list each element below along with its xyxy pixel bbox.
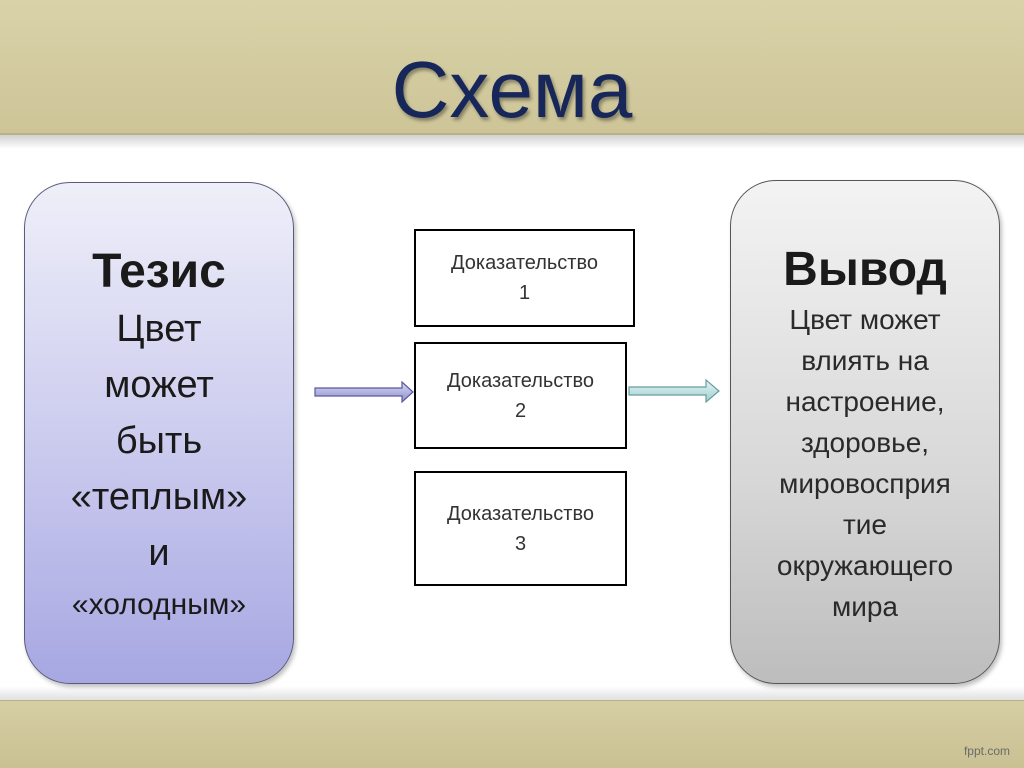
thesis-line: Цвет	[116, 308, 202, 350]
thesis-line: «теплым»	[70, 476, 248, 518]
proof-box-2: Доказательство 2	[414, 342, 627, 449]
thesis-line: и	[148, 532, 170, 574]
proof-box-3: Доказательство 3	[414, 471, 627, 586]
footer-band	[0, 700, 1024, 768]
conclusion-line: здоровье,	[800, 427, 930, 458]
conclusion-line: влиять на	[801, 345, 929, 376]
conclusion-line: настроение,	[785, 386, 945, 417]
slide-title: Схема	[391, 45, 633, 134]
proof-label: Доказательство	[446, 502, 594, 525]
proof-number: 2	[514, 399, 527, 422]
arrow-right-icon	[628, 379, 720, 403]
conclusion-line: мировосприя	[779, 468, 951, 499]
conclusion-line: Цвет может	[789, 304, 941, 335]
conclusion-line: мира	[831, 591, 899, 622]
proof-number: 3	[514, 532, 527, 555]
proof-number: 1	[518, 282, 531, 304]
thesis-line: быть	[115, 420, 203, 462]
proof-label: Доказательство	[446, 369, 594, 392]
conclusion-line: тие	[842, 509, 888, 540]
proof-box-1: Доказательство 1	[414, 229, 635, 327]
conclusion-box: Вывод Цвет может влиять на настроение, з…	[730, 180, 1000, 684]
proof-label: Доказательство	[450, 252, 598, 274]
title-band-shadow	[0, 135, 1024, 149]
thesis-heading: Тезис	[92, 245, 226, 298]
thesis-line: «холодным»	[71, 588, 247, 621]
conclusion-heading: Вывод	[783, 243, 947, 296]
thesis-line: может	[104, 364, 214, 406]
footer-band-shadow	[0, 686, 1024, 700]
conclusion-line: окружающего	[776, 550, 954, 581]
watermark: fppt.com	[963, 744, 1010, 758]
title-band	[0, 0, 1024, 135]
arrow-right-icon	[314, 381, 414, 403]
thesis-box: Тезис Цвет может быть «теплым» и «холодн…	[24, 182, 294, 684]
